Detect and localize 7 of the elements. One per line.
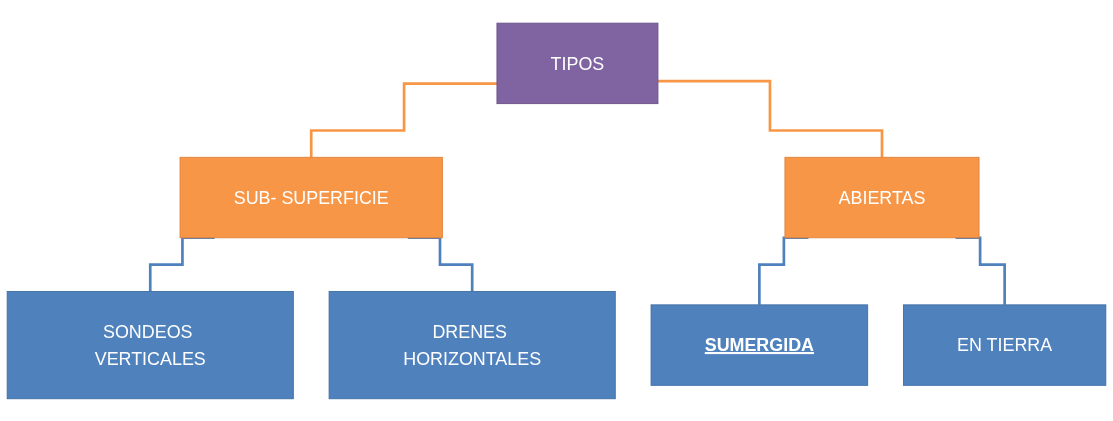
node-box: TIPOS bbox=[496, 22, 659, 104]
node-box: ABIERTAS bbox=[784, 156, 980, 238]
node-box: DRENES HORIZONTALES bbox=[328, 290, 616, 399]
node-box: SONDEOS VERTICALES bbox=[6, 290, 294, 399]
node-box: SUMERGIDA bbox=[650, 303, 869, 386]
node-box: EN TIERRA bbox=[903, 303, 1107, 386]
node-box: SUB- SUPERFICIE bbox=[179, 156, 443, 238]
